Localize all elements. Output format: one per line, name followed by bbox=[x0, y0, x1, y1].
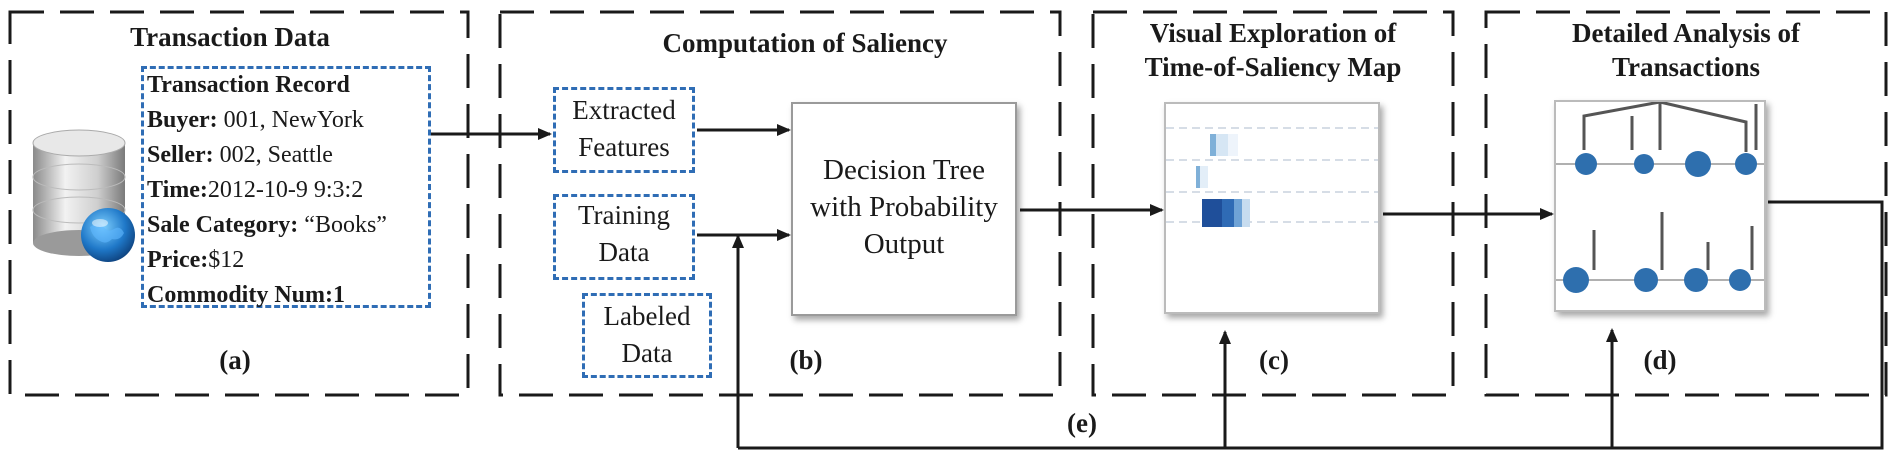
panel-c-title-line-2: Time-of-Saliency Map bbox=[1144, 52, 1402, 82]
transaction-glyphs bbox=[1556, 102, 1764, 293]
feedback-line bbox=[738, 200, 1884, 450]
category-key: Sale Category: bbox=[147, 212, 299, 238]
category-value: “Books” bbox=[298, 212, 387, 238]
panel-d-label: (d) bbox=[1643, 345, 1677, 375]
transaction-analysis-thumbnail bbox=[1554, 100, 1766, 312]
panel-d-title-line-1: Detailed Analysis of bbox=[1571, 18, 1800, 48]
saliency-map-thumbnail bbox=[1164, 102, 1380, 314]
commodity-field: Commodity Num:1 bbox=[147, 282, 345, 308]
panel-a-frame bbox=[8, 10, 470, 397]
decision-tree-box: Decision Tree with Probability Output bbox=[791, 102, 1017, 316]
panel-b-frame bbox=[498, 10, 1062, 397]
time-key: Time: bbox=[147, 177, 208, 203]
panel-d-title-line-2: Transactions bbox=[1611, 52, 1760, 82]
extracted-features-text: Extracted Features bbox=[553, 92, 695, 166]
training-line-2: Data bbox=[598, 237, 650, 267]
decision-tree-text: Decision Tree with Probability Output bbox=[793, 152, 1015, 263]
panel-b-title: Computation of Saliency bbox=[662, 28, 948, 58]
labeled-data-box bbox=[582, 293, 712, 378]
panel-b-label: (b) bbox=[789, 345, 823, 375]
buyer-key: Buyer: bbox=[147, 107, 218, 133]
record-heading: Transaction Record bbox=[147, 72, 350, 98]
training-data-text: Training Data bbox=[553, 197, 695, 271]
training-line-1: Training bbox=[577, 200, 671, 230]
time-value: 2012-10-9 9:3:2 bbox=[207, 177, 364, 203]
price-value: $12 bbox=[208, 247, 245, 273]
transaction-record: Transaction Record Buyer: 001, NewYork S… bbox=[147, 68, 387, 313]
feedback-label: (e) bbox=[1067, 408, 1097, 438]
extracted-features-box bbox=[553, 87, 695, 173]
labeled-data-text: Labeled Data bbox=[582, 298, 712, 372]
labeled-line-2: Data bbox=[621, 338, 673, 368]
panel-c-frame bbox=[1091, 10, 1455, 397]
tree-line-2: with Probability bbox=[810, 191, 998, 223]
extracted-line-2: Features bbox=[578, 132, 670, 162]
transaction-record-box bbox=[141, 66, 431, 308]
price-key: Price: bbox=[147, 247, 209, 273]
tree-line-3: Output bbox=[863, 228, 945, 260]
panel-d-title: Detailed Analysis of Transactions bbox=[1490, 16, 1882, 84]
panel-c-title-line-1: Visual Exploration of bbox=[1149, 18, 1397, 48]
tree-line-1: Decision Tree bbox=[823, 154, 985, 186]
seller-key: Seller: bbox=[147, 142, 214, 168]
saliency-map bbox=[1166, 127, 1378, 227]
panel-d-frame bbox=[1484, 10, 1888, 397]
panel-c-label: (c) bbox=[1259, 345, 1289, 375]
panel-a-label: (a) bbox=[219, 345, 251, 375]
buyer-value: 001, NewYork bbox=[217, 107, 364, 133]
seller-value: 002, Seattle bbox=[213, 142, 333, 168]
training-data-box bbox=[553, 194, 695, 280]
panel-c-title: Visual Exploration of Time-of-Saliency M… bbox=[1100, 16, 1446, 84]
globe-icon bbox=[81, 208, 135, 262]
labeled-line-1: Labeled bbox=[603, 301, 691, 331]
extracted-line-1: Extracted bbox=[572, 95, 676, 125]
panel-a-title: Transaction Data bbox=[130, 22, 330, 52]
